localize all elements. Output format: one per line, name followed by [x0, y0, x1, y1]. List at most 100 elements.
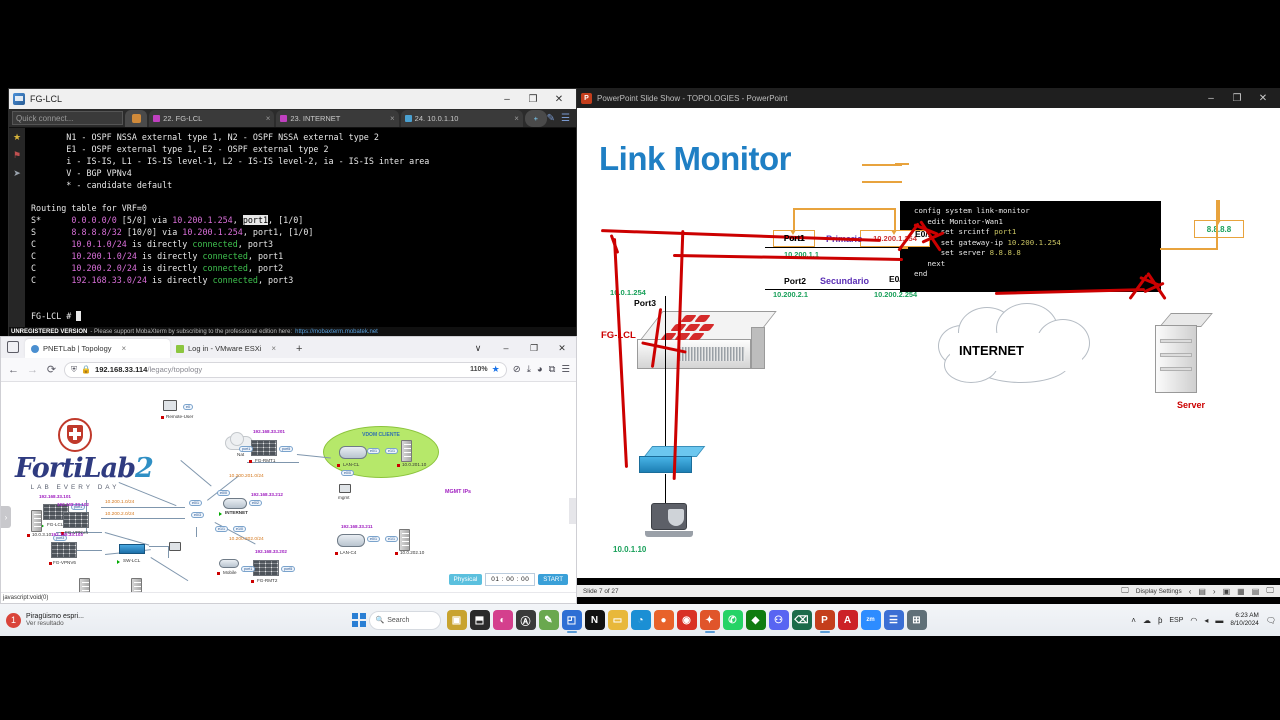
port-badge[interactable]: e0: [183, 404, 193, 410]
internet-router-node[interactable]: [223, 498, 247, 509]
port-badge[interactable]: e0/1: [367, 448, 380, 454]
port-badge[interactable]: e0/0: [217, 490, 230, 496]
slide-list-icon[interactable]: ▤: [1198, 586, 1206, 596]
bookmark-star-icon[interactable]: ★: [491, 364, 500, 374]
tab-list-icon[interactable]: [7, 341, 19, 353]
extensions-icon[interactable]: ⧉: [548, 364, 556, 375]
explorer-icon[interactable]: ▭: [607, 610, 628, 630]
address-bar[interactable]: ⛨ 🔒 192.168.33.114/legacy/topology 110% …: [64, 361, 507, 378]
back-button[interactable]: ←: [8, 363, 19, 376]
pocket-icon[interactable]: ⊘: [512, 364, 521, 375]
mgmt-node[interactable]: [339, 484, 351, 493]
notion-icon[interactable]: N: [584, 610, 605, 630]
shield-icon[interactable]: ⛨: [71, 364, 77, 374]
fg-rmt1-node[interactable]: [251, 440, 277, 456]
port-badge[interactable]: port1: [71, 504, 86, 510]
browser-tab-1[interactable]: Log in - VMware ESXi ×: [170, 339, 290, 358]
powerpoint-icon[interactable]: P: [814, 610, 835, 633]
mobaxterm-tab-1[interactable]: 23. INTERNET ×: [276, 109, 399, 127]
new-tab-button[interactable]: +: [296, 343, 303, 355]
bookmark-flag-icon[interactable]: ⚑: [12, 150, 22, 160]
mobile-node[interactable]: [219, 559, 239, 568]
mobaxterm-icon[interactable]: ⌫: [791, 610, 812, 630]
port-badge[interactable]: e1/0: [233, 526, 246, 532]
server-node[interactable]: [131, 578, 142, 592]
start-button[interactable]: [352, 613, 366, 627]
fg-vpnv6-node[interactable]: [51, 542, 77, 558]
mgmt-node[interactable]: [169, 542, 181, 551]
port-badge[interactable]: e0/3: [191, 512, 204, 518]
notes-icon[interactable]: ☰: [883, 610, 904, 630]
mobaxterm-tab-close-icon[interactable]: ×: [265, 113, 271, 123]
paint-icon[interactable]: ◰: [561, 610, 582, 633]
notification-center-icon[interactable]: 🗨: [1265, 615, 1276, 625]
server-node[interactable]: [79, 578, 90, 592]
mobaxterm-tab-2[interactable]: 24. 10.0.1.10 ×: [400, 109, 523, 127]
browser-tab-close-icon[interactable]: ×: [271, 344, 277, 353]
browser-tab-0[interactable]: PNETLab | Topology ×: [25, 339, 170, 358]
slide-canvas[interactable]: Link Monitor config system link-monitor …: [577, 108, 1280, 578]
start-button[interactable]: START: [538, 574, 568, 585]
xbox-icon[interactable]: ◆: [745, 610, 766, 630]
chrome-icon[interactable]: ◉: [676, 610, 697, 630]
browser-maximize-button[interactable]: ❐: [529, 342, 539, 353]
zoom-level-badge[interactable]: 110%: [470, 366, 488, 373]
language-indicator[interactable]: ESP: [1169, 616, 1184, 624]
remote-user-node[interactable]: [163, 400, 177, 411]
lan-c4-node[interactable]: [337, 534, 365, 547]
edge-icon[interactable]: ◔: [630, 610, 651, 630]
volume-icon[interactable]: ◂: [1204, 615, 1209, 625]
search-box[interactable]: 🔍 Search: [368, 610, 441, 630]
mobaxterm-new-tab-button[interactable]: +: [524, 109, 547, 127]
port-badge[interactable]: port3: [53, 535, 68, 541]
terminal-icon[interactable]: ⬒: [469, 610, 490, 630]
scrollbar-track[interactable]: [569, 498, 576, 524]
port-badge[interactable]: e1/1: [215, 526, 228, 532]
port-badge[interactable]: e0/1: [189, 500, 202, 506]
display-settings-icon[interactable]: 🖵: [1121, 586, 1129, 595]
security-icon[interactable]: Ⓐ: [515, 610, 536, 630]
browser-tab-dropdown-button[interactable]: ∨: [474, 342, 482, 353]
battery-icon[interactable]: ▬: [1215, 615, 1224, 625]
port-badge[interactable]: port5: [279, 446, 294, 452]
browser-minimize-button[interactable]: –: [503, 343, 509, 353]
sidebar-expand-button[interactable]: ›: [1, 506, 11, 528]
mobaxterm-close-button[interactable]: ✕: [554, 93, 564, 105]
port-badge[interactable]: e1/1: [385, 536, 398, 542]
acrobat-icon[interactable]: A: [837, 610, 858, 630]
discord-icon[interactable]: ⚇: [768, 610, 789, 630]
port-badge[interactable]: port5: [281, 566, 296, 572]
pnetlab-topology-canvas[interactable]: FortiLab2 LAB EVERY DAY VDOM CLIENTE MGM…: [1, 382, 576, 592]
slideshow-icon[interactable]: 🖵: [1266, 586, 1274, 595]
cloud-icon[interactable]: ☁: [1142, 615, 1151, 625]
taskview-icon[interactable]: ▣: [446, 610, 467, 630]
wifi-icon[interactable]: ◠: [1190, 615, 1198, 625]
zoom-icon[interactable]: zm: [860, 610, 881, 630]
port-badge[interactable]: port1: [239, 446, 254, 452]
app-menu-icon[interactable]: ☰: [561, 364, 570, 375]
display-settings-label[interactable]: Display Settings: [1135, 587, 1182, 595]
mobaxterm-maximize-button[interactable]: ❐: [528, 93, 538, 105]
server-node[interactable]: [399, 529, 410, 551]
office-icon[interactable]: ◐: [492, 610, 513, 630]
port-badge[interactable]: port1: [241, 566, 256, 572]
chevron-up-icon[interactable]: ˄: [1131, 615, 1136, 625]
powerpoint-close-button[interactable]: ✕: [1258, 92, 1268, 104]
browser-tab-close-icon[interactable]: ×: [121, 344, 127, 353]
fg-rmt2-node[interactable]: [253, 560, 279, 576]
mobaxterm-home-tab[interactable]: [125, 109, 148, 127]
reload-button[interactable]: ⟳: [46, 364, 57, 376]
normal-view-icon[interactable]: ▣: [1222, 586, 1231, 596]
clock[interactable]: 6:23 AM 8/10/2024: [1230, 612, 1258, 628]
vmware-icon[interactable]: ⊞: [906, 610, 927, 630]
powerpoint-minimize-button[interactable]: –: [1208, 92, 1214, 104]
mobaxterm-tab-close-icon[interactable]: ×: [514, 113, 519, 123]
pnetlab-icon[interactable]: ✦: [699, 610, 720, 633]
favorites-star-icon[interactable]: ★: [12, 132, 22, 142]
reading-view-icon[interactable]: ▤: [1251, 586, 1260, 596]
whatsapp-icon[interactable]: ✆: [722, 610, 743, 630]
send-icon[interactable]: ➤: [13, 168, 21, 178]
slide-sorter-icon[interactable]: ▦: [1237, 586, 1245, 596]
terminal-output[interactable]: N1 - OSPF NSSA external type 1, N2 - OSP…: [25, 128, 576, 327]
sw-lcl-node[interactable]: [119, 544, 145, 554]
